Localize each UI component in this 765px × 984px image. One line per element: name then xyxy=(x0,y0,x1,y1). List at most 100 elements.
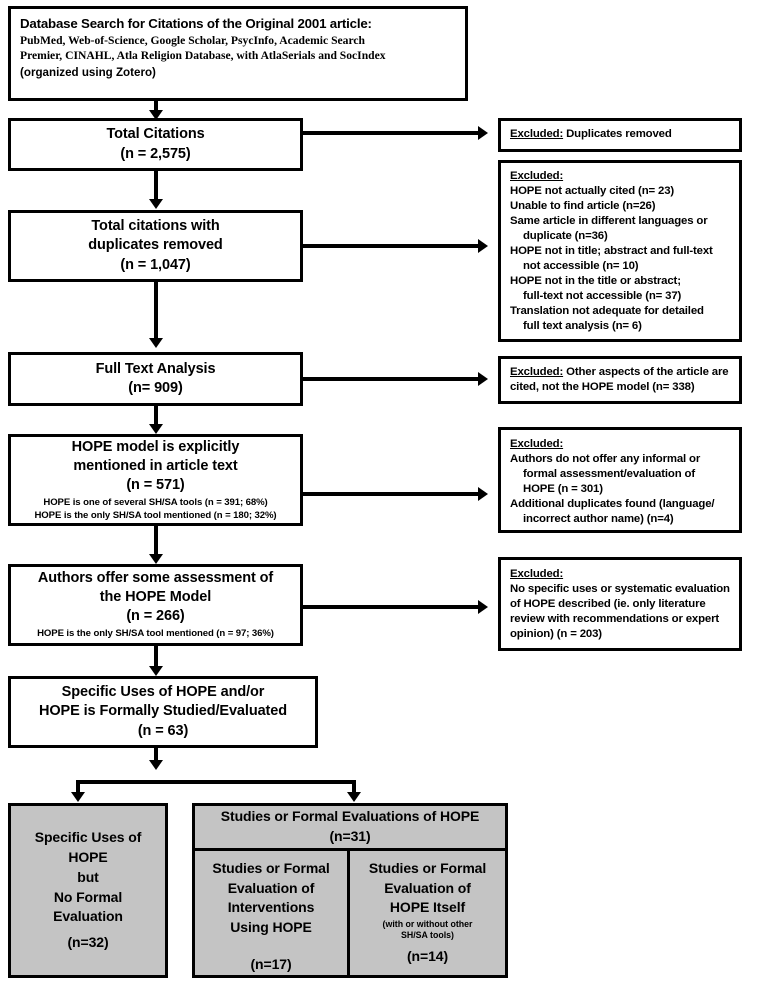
excluded-duplicates-body: Duplicates removed xyxy=(563,128,672,141)
excluded-duplicates-removed: Excluded: Duplicates removed xyxy=(498,118,742,152)
excluded-other-aspects: Excluded: Other aspects of the article a… xyxy=(498,356,742,404)
arrowhead-total-to-dup-excluded xyxy=(478,126,488,140)
hope-mentioned-sub-2: HOPE is the only SH/SA tool mentioned (n… xyxy=(34,509,277,521)
hope-itself-note-1: (with or without other xyxy=(382,919,473,930)
excluded-no-specific-uses-line-3: review with recommendations or expert xyxy=(510,613,720,626)
arrowhead-total-to-dedup xyxy=(149,199,163,209)
connector-split-bar xyxy=(76,780,356,784)
arrowhead-dedup-to-screening-excluded xyxy=(478,239,488,253)
arrowhead-fulltext-to-otheraspects xyxy=(478,372,488,386)
database-search-sources-2: Premier, CINAHL, Atla Religion Database,… xyxy=(20,49,386,63)
hope-itself-note-2: SH/SA tools) xyxy=(401,930,454,941)
arrowhead-search-to-total xyxy=(149,110,163,120)
assessment-label-1: Authors offer some assessment of xyxy=(37,570,274,587)
excluded-screening-item: HOPE not actually cited (n= 23) xyxy=(510,185,675,198)
specific-uses-label-2: HOPE is Formally Studied/Evaluated xyxy=(39,703,287,720)
arrowhead-hopementioned-to-noassessment xyxy=(478,487,488,501)
interventions-line-2: Evaluation of xyxy=(227,879,315,896)
arrowhead-split-left xyxy=(71,792,85,802)
outcome-interventions-using-hope: Studies or Formal Evaluation of Interven… xyxy=(195,850,350,975)
full-text-label: Full Text Analysis xyxy=(95,360,216,377)
excluded-no-specific-uses-line-2: of HOPE described (ie. only literature xyxy=(510,598,706,611)
studies-header-label: Studies or Formal Evaluations of HOPE xyxy=(220,807,480,824)
excluded-screening-heading: Excluded: xyxy=(510,170,564,182)
connector-dedup-to-screening-excluded xyxy=(303,244,478,248)
no-formal-line-1: Specific Uses of xyxy=(34,828,142,845)
excluded-screening-item-cont: duplicate (n=36) xyxy=(523,230,608,243)
arrowhead-split-right xyxy=(347,792,361,802)
excluded-screening-item-cont: full text analysis (n= 6) xyxy=(523,320,642,333)
studies-header-count: (n=31) xyxy=(329,827,371,844)
excluded-no-specific-uses-line-4: opinion) (n = 203) xyxy=(510,628,602,641)
node-total-citations: Total Citations (n = 2,575) xyxy=(8,118,303,171)
outcome-studies-group: Studies or Formal Evaluations of HOPE (n… xyxy=(192,803,508,978)
interventions-count: (n=17) xyxy=(250,956,292,973)
excluded-screening-item: Translation not adequate for detailed xyxy=(510,305,704,318)
hope-mentioned-label-2: mentioned in article text xyxy=(73,457,238,474)
studies-group-header: Studies or Formal Evaluations of HOPE (n… xyxy=(195,806,505,851)
interventions-line-4: Using HOPE xyxy=(230,919,312,936)
node-authors-assessment: Authors offer some assessment of the HOP… xyxy=(8,564,303,646)
excluded-screening-item: HOPE not in the title or abstract; xyxy=(510,275,681,288)
outcome-no-formal-evaluation: Specific Uses of HOPE but No Formal Eval… xyxy=(8,803,168,978)
arrowhead-hopementioned-to-assessment xyxy=(149,554,163,564)
connector-total-to-dup-excluded xyxy=(303,131,478,135)
connector-split-right xyxy=(352,780,356,796)
excluded-no-specific-uses-line-1: No specific uses or systematic evaluatio… xyxy=(510,583,730,596)
hope-mentioned-sub-1: HOPE is one of several SH/SA tools (n = … xyxy=(43,497,268,509)
node-specific-uses-formal: Specific Uses of HOPE and/or HOPE is For… xyxy=(8,676,318,748)
connector-fulltext-to-otheraspects xyxy=(303,377,478,381)
no-formal-line-5: Evaluation xyxy=(53,908,123,925)
excluded-no-assessment-item: Authors do not offer any informal or xyxy=(510,453,701,466)
hope-itself-line-3: HOPE Itself xyxy=(389,899,466,916)
excluded-screening-item-cont: full-text not accessible (n= 37) xyxy=(523,290,682,303)
connector-assessment-to-specificuses xyxy=(154,646,158,670)
excluded-no-assessment-item-cont: incorrect author name) (n=4) xyxy=(523,513,674,526)
excluded-no-specific-uses: Excluded: No specific uses or systematic… xyxy=(498,557,742,651)
connector-split-stem xyxy=(154,748,158,764)
hope-mentioned-count: (n = 571) xyxy=(126,477,185,494)
hope-itself-line-2: Evaluation of xyxy=(384,879,471,896)
assessment-label-2: the HOPE Model xyxy=(99,589,212,606)
excluded-no-assessment-item: Additional duplicates found (language/ xyxy=(510,498,715,511)
full-text-count: (n= 909) xyxy=(128,380,183,396)
excluded-screening-item: Unable to find article (n=26) xyxy=(510,200,656,213)
node-database-search: Database Search for Citations of the Ori… xyxy=(8,6,468,101)
dedup-count: (n = 1,047) xyxy=(120,256,191,273)
no-formal-line-2: HOPE xyxy=(68,848,108,865)
connector-total-to-dedup xyxy=(154,171,158,203)
database-search-organized: (organized using Zotero) xyxy=(20,65,156,79)
excluded-other-aspects-line-2: cited, not the HOPE model (n= 338) xyxy=(510,381,695,393)
hope-itself-count: (n=14) xyxy=(406,948,449,965)
no-formal-line-3: but xyxy=(77,868,99,885)
studies-group-columns: Studies or Formal Evaluation of Interven… xyxy=(195,850,505,975)
total-citations-count: (n = 2,575) xyxy=(120,145,191,162)
node-full-text-analysis: Full Text Analysis (n= 909) xyxy=(8,352,303,406)
excluded-no-assessment-heading: Excluded: xyxy=(510,438,564,450)
node-dedup-citations: Total citations with duplicates removed … xyxy=(8,210,303,282)
excluded-screening-item: Same article in different languages or xyxy=(510,215,708,228)
excluded-other-aspects-line-1: Excluded: Other aspects of the article a… xyxy=(501,365,739,380)
excluded-duplicates-text: Excluded: Duplicates removed xyxy=(501,127,739,142)
excluded-no-assessment: Excluded: Authors do not offer any infor… xyxy=(498,427,742,533)
arrowhead-assessment-to-nospecificuses xyxy=(478,600,488,614)
excluded-no-assessment-item-cont: formal assessment/evaluation of xyxy=(523,468,695,481)
node-hope-mentioned: HOPE model is explicitly mentioned in ar… xyxy=(8,434,303,526)
hope-itself-line-1: Studies or Formal xyxy=(368,859,487,876)
excluded-duplicates-heading: Excluded: xyxy=(510,128,564,141)
excluded-other-aspects-body-1: Other aspects of the article are xyxy=(563,365,729,378)
outcome-hope-itself: Studies or Formal Evaluation of HOPE Its… xyxy=(350,851,505,975)
connector-hopementioned-to-assessment xyxy=(154,526,158,558)
arrowhead-split-stem xyxy=(149,760,163,770)
hope-mentioned-label-1: HOPE model is explicitly xyxy=(71,438,240,455)
interventions-line-3: Interventions xyxy=(227,899,315,916)
connector-dedup-to-fulltext xyxy=(154,282,158,342)
connector-assessment-to-nospecificuses xyxy=(303,605,478,609)
excluded-no-assessment-item-cont2: HOPE (n = 301) xyxy=(523,483,603,496)
dedup-label-2: duplicates removed xyxy=(88,237,223,254)
specific-uses-label-1: Specific Uses of HOPE and/or xyxy=(61,684,265,701)
connector-split-left xyxy=(76,780,80,796)
interventions-line-1: Studies or Formal xyxy=(212,859,330,876)
excluded-screening-reasons: Excluded: HOPE not actually cited (n= 23… xyxy=(498,160,742,342)
no-formal-line-4: No Formal xyxy=(53,888,123,905)
